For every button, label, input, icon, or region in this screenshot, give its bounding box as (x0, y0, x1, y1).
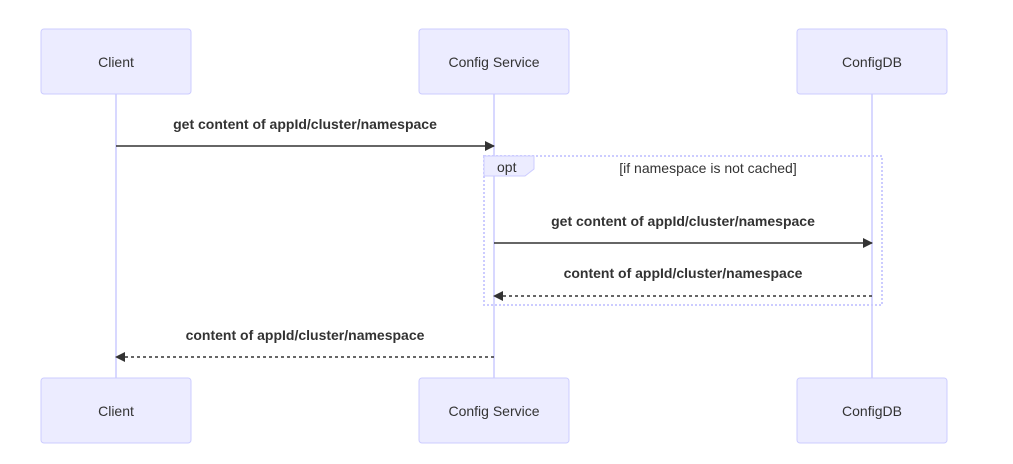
message-label: get content of appId/cluster/namespace (551, 213, 815, 229)
actor-configdb-top: ConfigDB (796, 28, 948, 95)
actor-config-service-top-label: Config Service (448, 54, 539, 70)
actor-configdb-top-label: ConfigDB (842, 54, 902, 70)
actor-config-service-bottom-label: Config Service (448, 403, 539, 419)
opt-fragment-type: opt (497, 159, 517, 175)
opt-fragment-frame (483, 155, 883, 306)
actor-client-bottom-label: Client (98, 403, 134, 419)
opt-fragment: opt [if namespace is not cached] (483, 155, 883, 306)
actor-client-top-label: Client (98, 54, 134, 70)
message-label: content of appId/cluster/namespace (564, 265, 803, 281)
actor-configdb-bottom-label: ConfigDB (842, 403, 902, 419)
actor-config-service-bottom: Config Service (418, 377, 570, 444)
actor-configdb-bottom: ConfigDB (796, 377, 948, 444)
actor-client-top: Client (40, 28, 192, 95)
actor-client-bottom: Client (40, 377, 192, 444)
opt-fragment-condition: [if namespace is not cached] (619, 160, 796, 176)
actor-config-service-top: Config Service (418, 28, 570, 95)
opt-fragment-tab (483, 155, 535, 177)
message-label: get content of appId/cluster/namespace (173, 116, 437, 132)
message-label: content of appId/cluster/namespace (186, 327, 425, 343)
